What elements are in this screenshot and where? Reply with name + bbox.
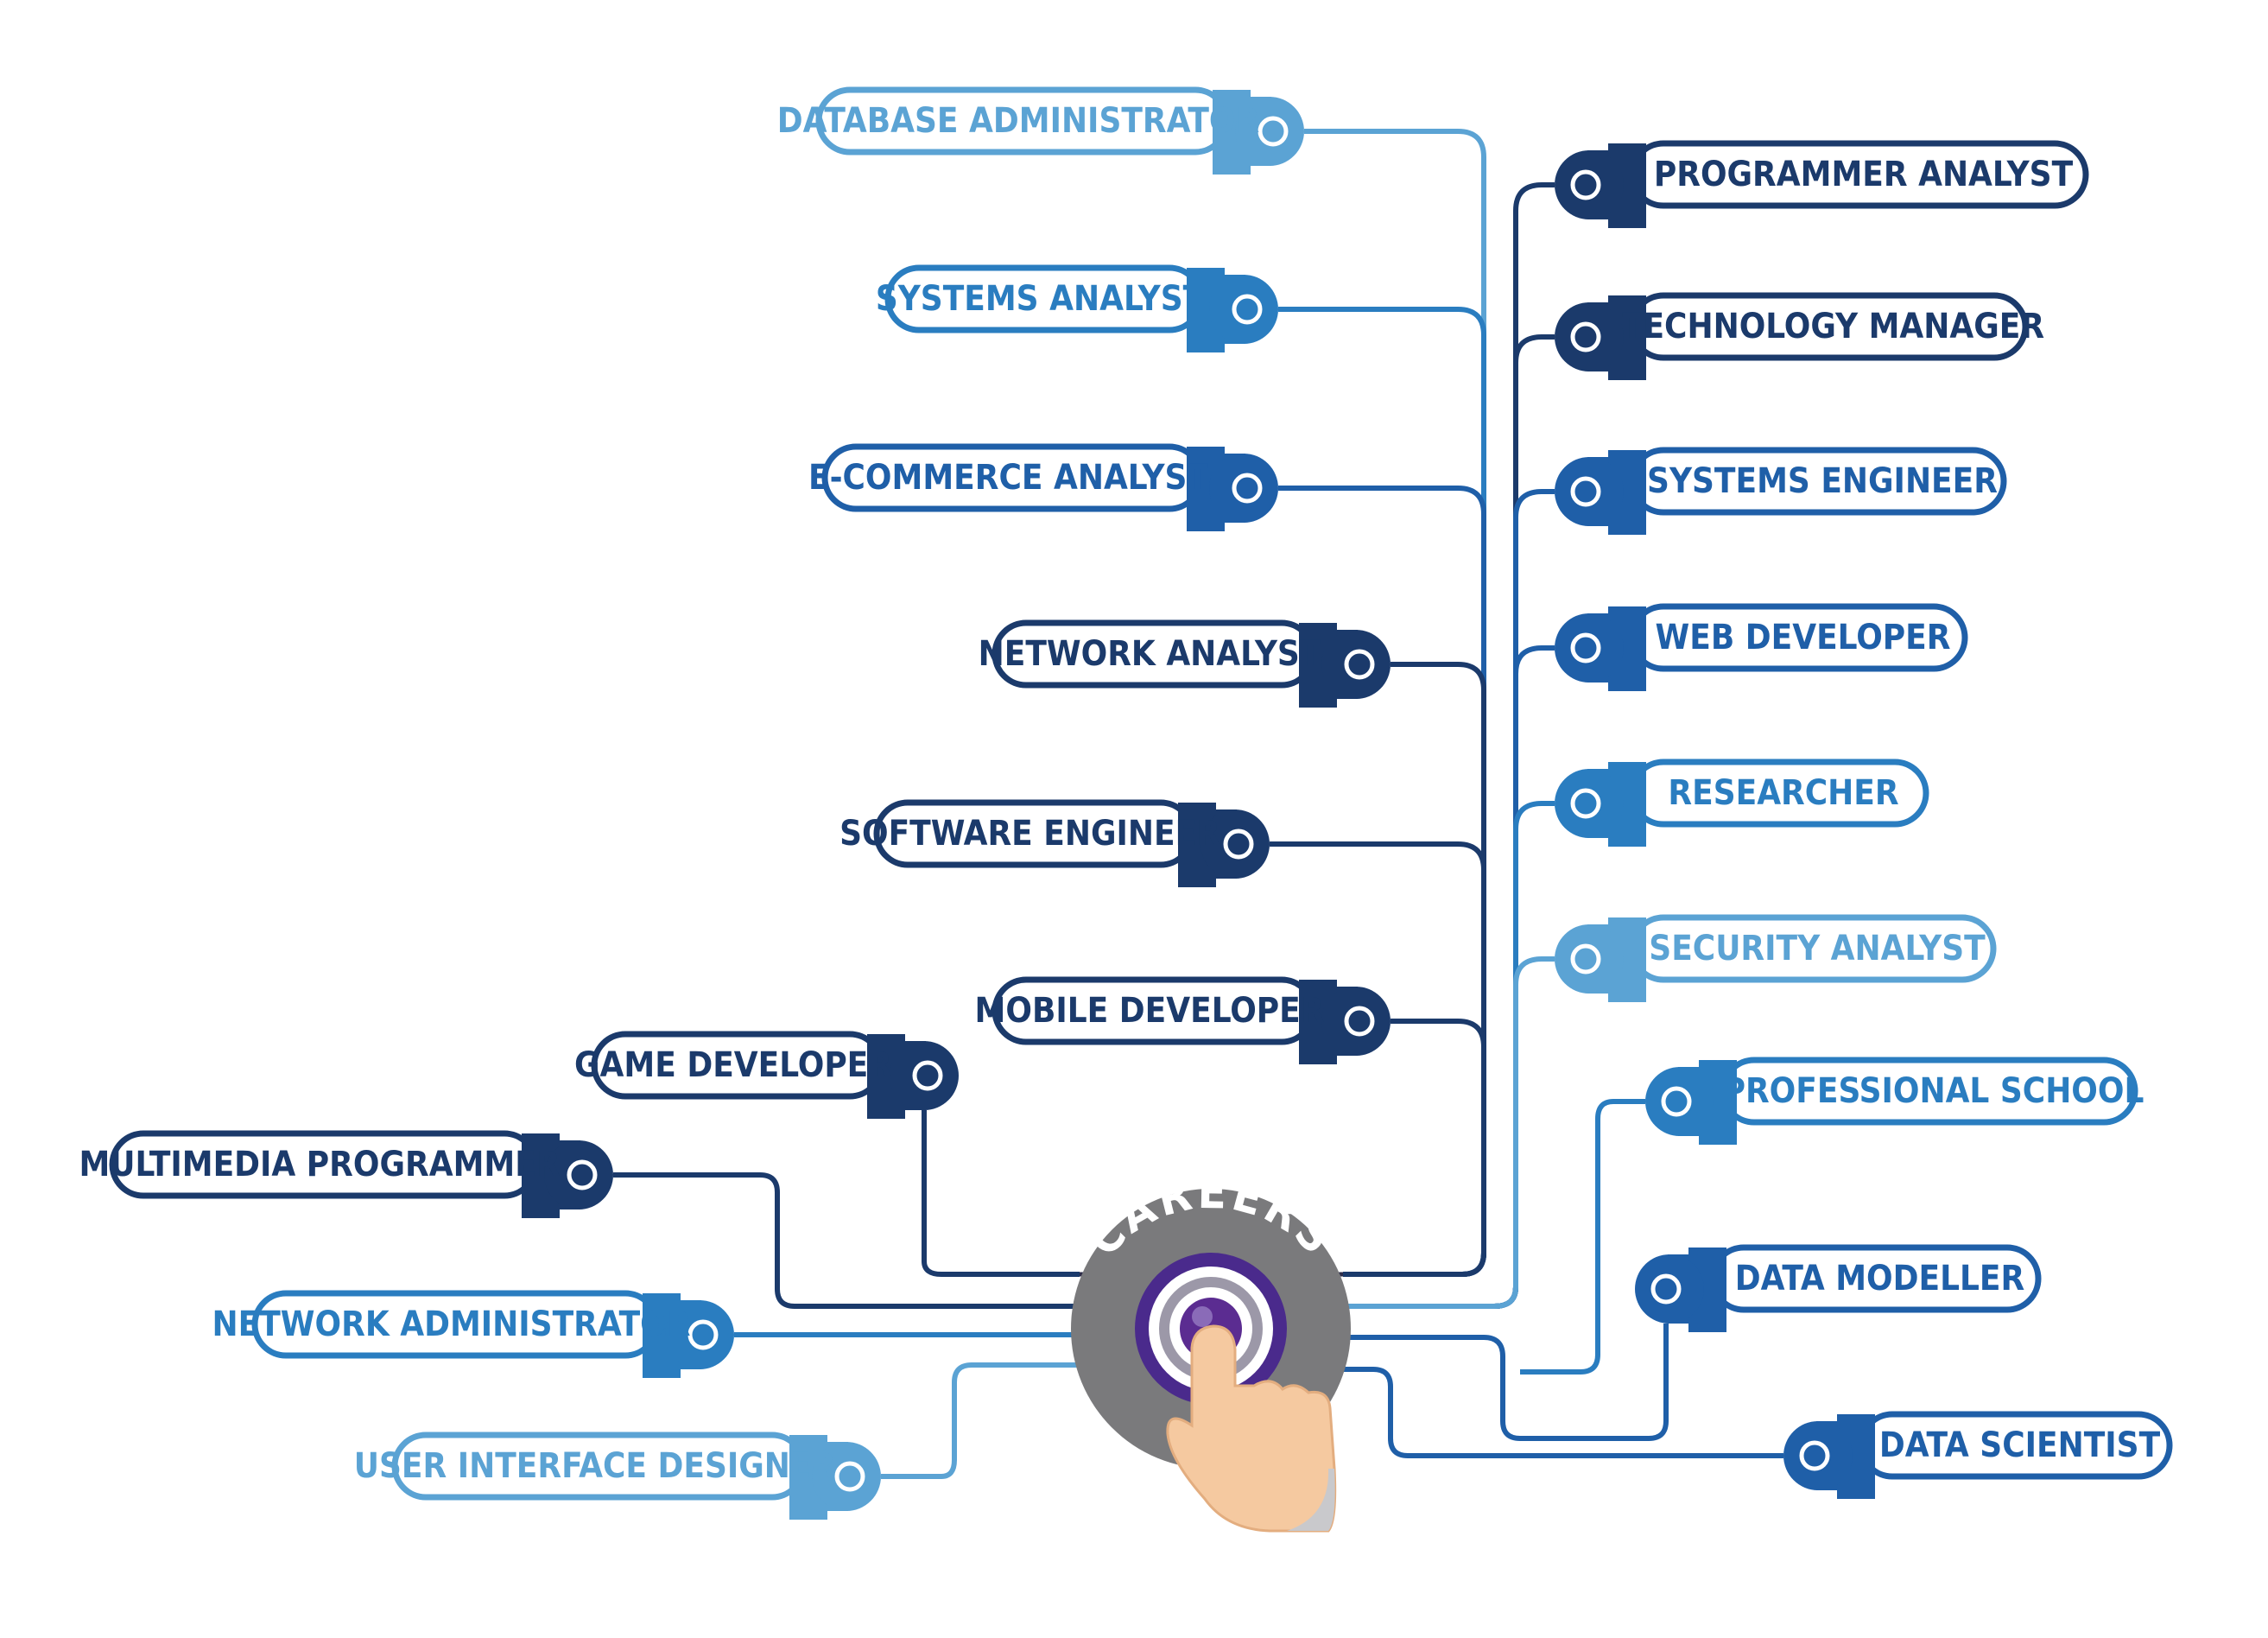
career-label: SOFTWARE ENGINEER <box>839 814 1220 854</box>
connector-systems-engineer <box>1343 489 1555 1309</box>
career-label: GAME DEVELOPER <box>574 1045 892 1085</box>
career-data-modeller[interactable]: DATA MODELLER <box>1635 1244 2042 1332</box>
ring-icon <box>1799 1440 1830 1471</box>
ring-icon <box>1570 632 1601 663</box>
ring-icon <box>1570 788 1601 819</box>
ring-icon <box>1232 294 1263 325</box>
career-label: DATABASE ADMINISTRATOR <box>777 101 1259 141</box>
button-highlight <box>1192 1306 1213 1327</box>
career-label: PROGRAMMER ANALYST <box>1654 155 2074 194</box>
career-label: E-COMMERCE ANALYST <box>808 458 1208 498</box>
career-technology-manager[interactable]: TECHNOLOGY MANAGER <box>1555 292 2044 380</box>
career-game-developer[interactable]: GAME DEVELOPER <box>574 1031 959 1119</box>
connector-professional-school <box>1520 1099 1645 1375</box>
career-web-developer[interactable]: WEB DEVELOPER <box>1555 603 1968 691</box>
connector-network-analyst <box>1343 662 1486 1277</box>
career-label: MULTIMEDIA PROGRAMMER <box>79 1145 560 1184</box>
ring-icon <box>1661 1086 1692 1117</box>
ring-icon <box>1258 116 1289 147</box>
connector-web-developer <box>1343 645 1555 1309</box>
connector-mobile-developer <box>1343 1019 1486 1277</box>
career-professional-school[interactable]: PROFESSIONAL SCHOOL <box>1645 1057 2144 1145</box>
connector-technology-manager <box>1343 334 1555 1309</box>
career-network-analyst[interactable]: NETWORK ANALYST <box>979 619 1391 708</box>
career-label: RESEARCHER <box>1668 773 1898 813</box>
career-multimedia-programmer[interactable]: MULTIMEDIA PROGRAMMER <box>79 1130 613 1218</box>
career-label: DATA SCIENTIST <box>1879 1425 2161 1465</box>
ring-icon <box>1223 829 1254 860</box>
ring-icon <box>834 1461 865 1492</box>
connector-researcher <box>1343 801 1555 1309</box>
ring-icon <box>1570 943 1601 975</box>
ring-icon <box>1344 649 1375 680</box>
ring-icon <box>1232 473 1263 504</box>
career-label: NETWORK ADMINISTRATOR <box>212 1305 691 1344</box>
career-label: NETWORK ANALYST <box>979 634 1321 674</box>
career-label: TECHNOLOGY MANAGER <box>1622 307 2044 346</box>
career-systems-engineer[interactable]: SYSTEMS ENGINEER <box>1555 447 2007 535</box>
connector-data-scientist <box>1330 1367 1783 1458</box>
ring-icon <box>1570 169 1601 200</box>
ring-icon <box>912 1060 943 1091</box>
career-mobile-developer[interactable]: MOBILE DEVELOPER <box>975 976 1391 1064</box>
career-software-engineer[interactable]: SOFTWARE ENGINEER <box>839 799 1270 887</box>
career-network-administrator[interactable]: NETWORK ADMINISTRATOR <box>212 1290 734 1378</box>
career-label: USER INTERFACE DESIGNER <box>354 1446 835 1486</box>
connector-security-analyst <box>1343 956 1555 1309</box>
career-e-commerce-analyst[interactable]: E-COMMERCE ANALYST <box>808 443 1278 531</box>
ring-icon <box>567 1159 598 1190</box>
career-label: WEB DEVELOPER <box>1656 618 1951 657</box>
career-database-administrator[interactable]: DATABASE ADMINISTRATOR <box>777 86 1304 175</box>
ring-icon <box>1650 1273 1682 1305</box>
connector-e-commerce-analyst <box>1278 486 1486 1277</box>
career-label: DATA MODELLER <box>1735 1259 2025 1298</box>
pointing-hand-icon <box>1166 1324 1337 1533</box>
career-programmer-analyst[interactable]: PROGRAMMER ANALYST <box>1555 140 2089 228</box>
ring-icon <box>1570 321 1601 352</box>
career-label: SYSTEMS ANALYST <box>876 279 1205 319</box>
career-systems-analyst[interactable]: SYSTEMS ANALYST <box>876 264 1278 352</box>
career-data-scientist[interactable]: DATA SCIENTIST <box>1783 1411 2173 1499</box>
careers-hub: CAREERS <box>1071 1165 1351 1533</box>
connector-data-modeller <box>1343 1324 1669 1441</box>
career-label: PROFESSIONAL SCHOOL <box>1723 1071 2144 1111</box>
career-label: SECURITY ANALYST <box>1649 929 1986 968</box>
connector-multimedia-programmer <box>613 1172 1080 1309</box>
connector-programmer-analyst <box>1343 182 1555 1309</box>
ring-icon <box>1570 476 1601 507</box>
connector-user-interface-designer <box>881 1362 1080 1479</box>
ring-icon <box>1344 1006 1375 1037</box>
connector-systems-analyst <box>1278 307 1486 1277</box>
career-security-analyst[interactable]: SECURITY ANALYST <box>1555 914 1997 1002</box>
ring-icon <box>687 1319 719 1350</box>
career-user-interface-designer[interactable]: USER INTERFACE DESIGNER <box>354 1432 881 1520</box>
connector-game-developer <box>922 1110 1080 1277</box>
career-label: MOBILE DEVELOPER <box>975 991 1325 1031</box>
career-researcher[interactable]: RESEARCHER <box>1555 759 1929 847</box>
career-label: SYSTEMS ENGINEER <box>1647 461 1998 501</box>
career-labels: DATABASE ADMINISTRATOR SYSTEMS ANALYST E-C… <box>79 86 2173 1520</box>
